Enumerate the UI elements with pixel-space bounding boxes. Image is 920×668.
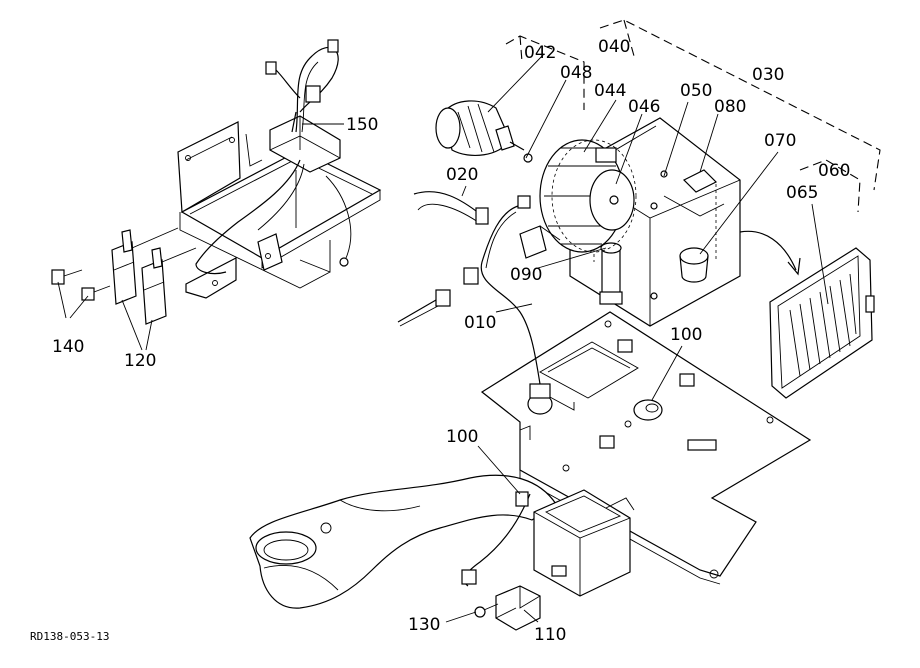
motor-042	[435, 100, 533, 163]
callout-010: 010	[464, 313, 496, 333]
fuse-holders-120	[111, 227, 197, 325]
callout-042: 042	[524, 43, 556, 63]
assembly-outlines	[505, 19, 881, 213]
callout-120: 120	[124, 351, 156, 371]
callout-048: 048	[560, 63, 592, 83]
callout-100-top: 100	[670, 325, 702, 345]
callout-090: 090	[510, 265, 542, 285]
callout-130: 130	[408, 615, 440, 635]
callout-070: 070	[764, 131, 796, 151]
callout-100-bottom: 100	[446, 427, 478, 447]
reference-code: RD138-053-13	[30, 630, 109, 643]
harness-010	[397, 195, 553, 415]
duct-harness	[461, 491, 531, 587]
left-bracket-assembly	[177, 115, 382, 299]
filter-panel-065	[769, 247, 875, 399]
leader-lines	[57, 53, 829, 623]
callout-020: 020	[446, 165, 478, 185]
callout-140: 140	[52, 337, 84, 357]
callout-040: 040	[598, 37, 630, 57]
callout-050: 050	[680, 81, 712, 101]
screw-130	[474, 603, 499, 618]
callout-046: 046	[628, 97, 660, 117]
callout-080: 080	[714, 97, 746, 117]
callout-150: 150	[346, 115, 378, 135]
callout-044: 044	[594, 81, 626, 101]
base-plate	[480, 311, 812, 585]
air-duct	[249, 474, 635, 609]
callout-110: 110	[534, 625, 566, 645]
screws-140	[51, 269, 111, 301]
switch-110	[495, 585, 541, 631]
blower-044	[519, 139, 637, 259]
assembly-arrow	[739, 230, 797, 271]
grommet-100	[633, 399, 663, 421]
harness-150	[265, 39, 339, 133]
callout-065: 065	[786, 183, 818, 203]
callout-060: 060	[818, 161, 850, 181]
callout-030: 030	[752, 65, 784, 85]
wire-020	[413, 191, 489, 225]
